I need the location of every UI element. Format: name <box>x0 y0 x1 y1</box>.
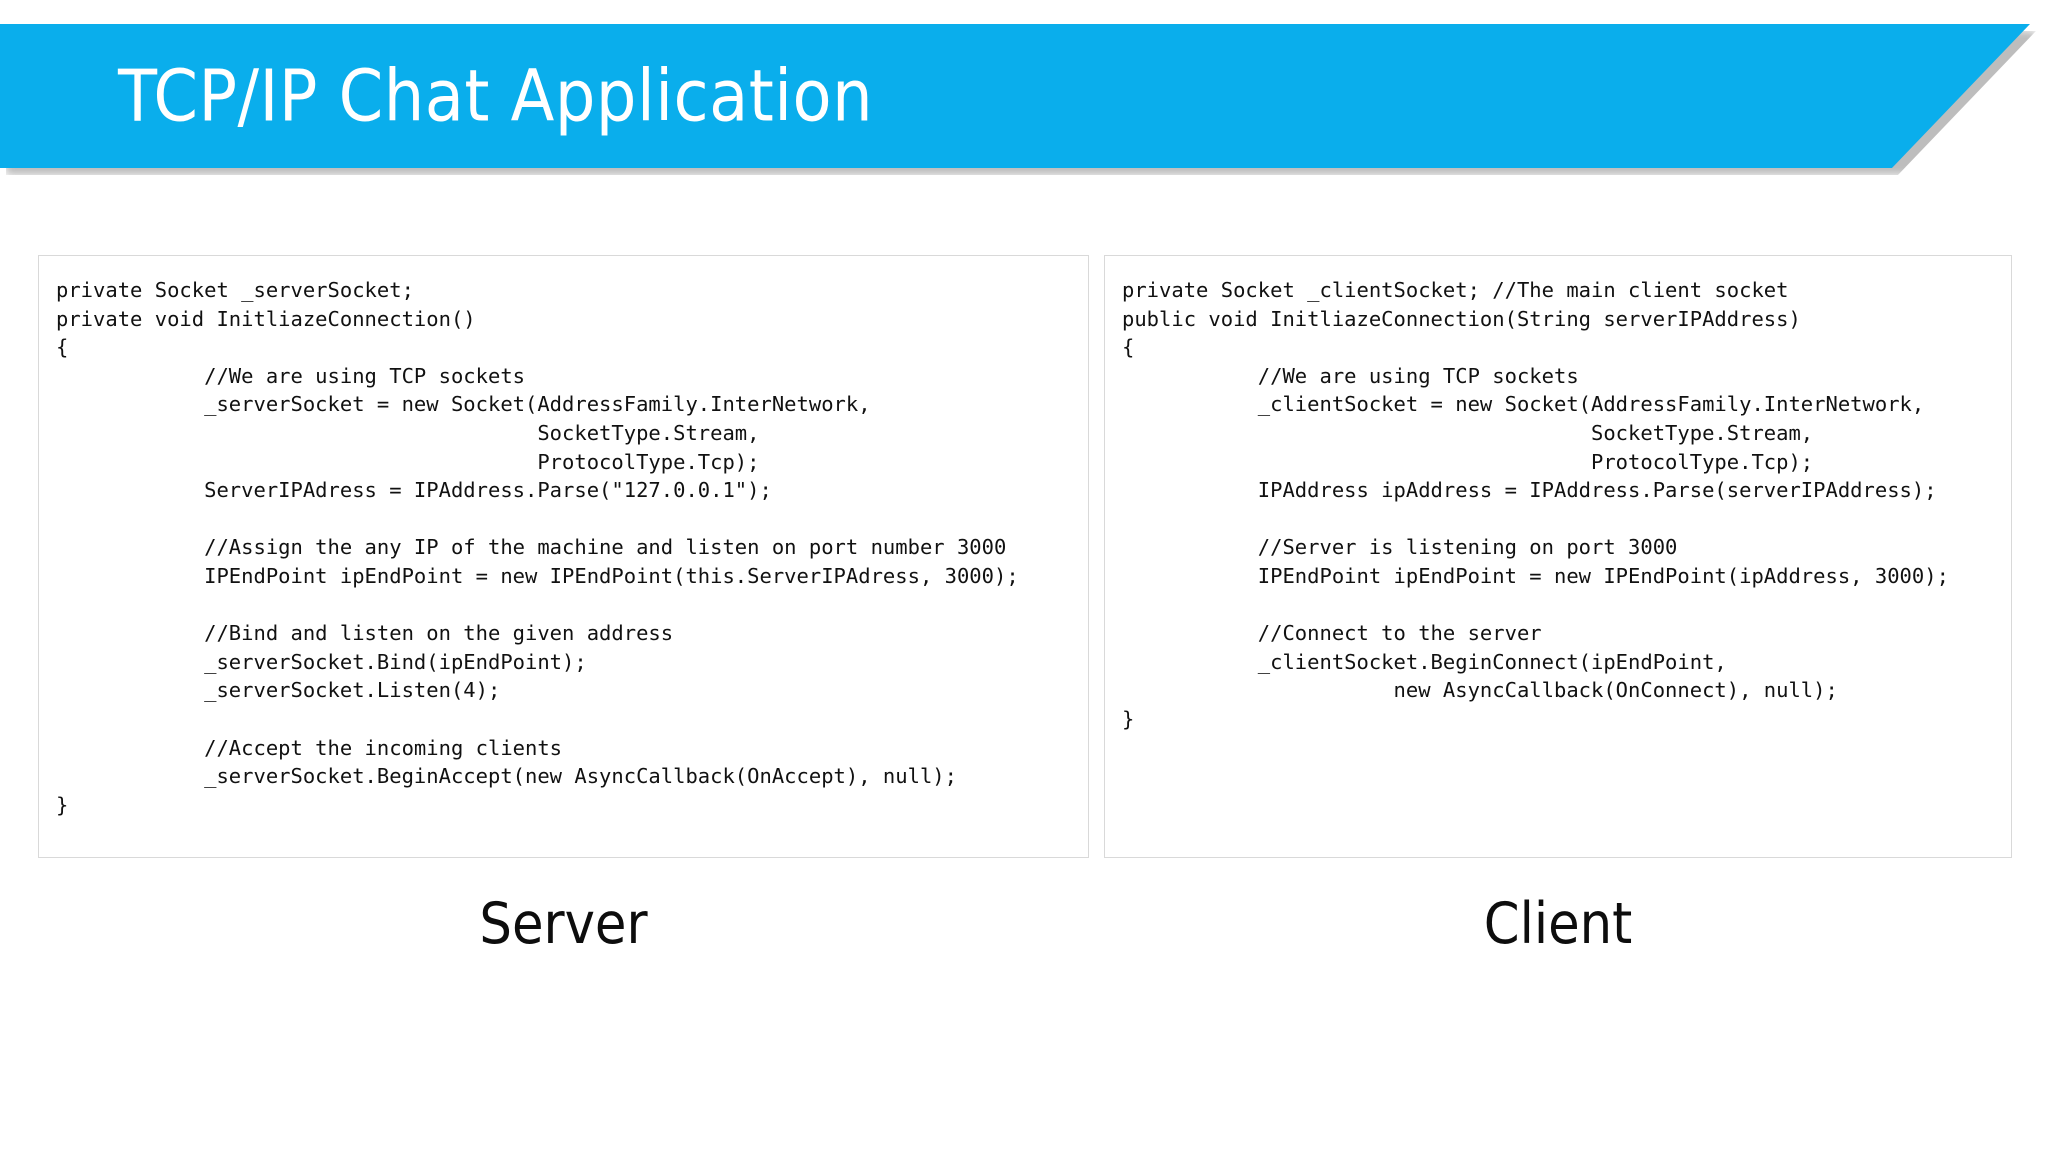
server-code-text: private Socket _serverSocket; private vo… <box>56 278 1019 817</box>
server-caption: Server <box>479 891 648 957</box>
client-code-box: private Socket _clientSocket; //The main… <box>1104 255 2012 858</box>
slide-title: TCP/IP Chat Application <box>118 54 874 138</box>
title-banner: TCP/IP Chat Application <box>0 24 2036 175</box>
banner-shape <box>0 24 2030 168</box>
code-panels: private Socket _serverSocket; private vo… <box>0 255 2048 860</box>
client-caption: Client <box>1483 891 1633 957</box>
client-code-text: private Socket _clientSocket; //The main… <box>1122 278 1949 731</box>
server-code-box: private Socket _serverSocket; private vo… <box>38 255 1089 858</box>
